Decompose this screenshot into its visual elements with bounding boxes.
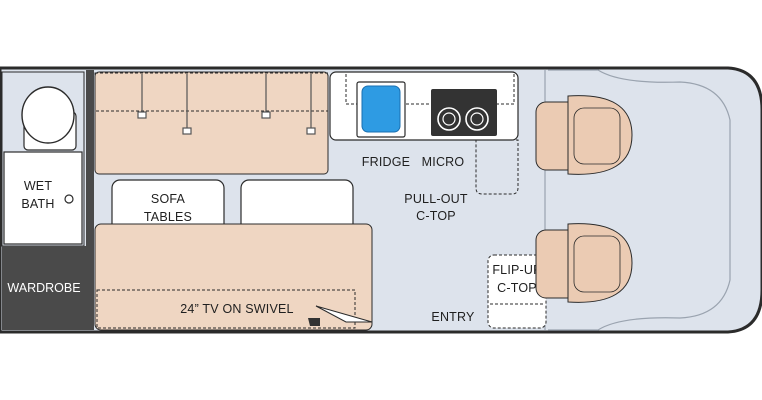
- rear-wall: [86, 70, 94, 330]
- passenger-seat-icon: [535, 223, 633, 303]
- driver-seat-icon: [535, 95, 633, 175]
- micro-label: MICRO: [422, 155, 465, 169]
- sink-icon: [361, 85, 401, 133]
- burner-right-icon: [465, 107, 489, 131]
- tv-swivel-icon: [308, 318, 320, 326]
- entry-door-step: [315, 305, 373, 323]
- sofa-tables-label-line2: TABLES: [144, 210, 192, 224]
- entry-label: ENTRY: [431, 310, 475, 324]
- wardrobe-label: WARDROBE: [7, 281, 80, 295]
- burner-left-icon: [437, 107, 461, 131]
- pull-out-countertop: [475, 139, 519, 195]
- wet-bath-label-line2: BATH: [21, 197, 54, 211]
- toilet-bowl-icon: [21, 86, 75, 144]
- flip-up-label-line2: C-TOP: [497, 281, 537, 295]
- flip-up-label-line1: FLIP-UP: [492, 263, 541, 277]
- upper-sofa-overhead-cabinet: [94, 72, 329, 112]
- fridge-label: FRIDGE: [362, 155, 410, 169]
- upper-sofa: [94, 71, 329, 175]
- sofa-tables-label-line1: SOFA: [151, 192, 186, 206]
- lower-sofa: [94, 223, 373, 331]
- pull-out-label-line1: PULL-OUT: [404, 192, 468, 206]
- cab-dash-outline: [548, 69, 731, 331]
- pull-out-label-line2: C-TOP: [416, 209, 456, 223]
- seat-belts: [137, 74, 316, 135]
- wet-bath-label-line1: WET: [24, 179, 53, 193]
- drain-icon: [64, 194, 74, 204]
- tv-cabinet: [96, 289, 356, 329]
- tv-label: 24” TV ON SWIVEL: [180, 302, 293, 316]
- wardrobe: [2, 246, 86, 330]
